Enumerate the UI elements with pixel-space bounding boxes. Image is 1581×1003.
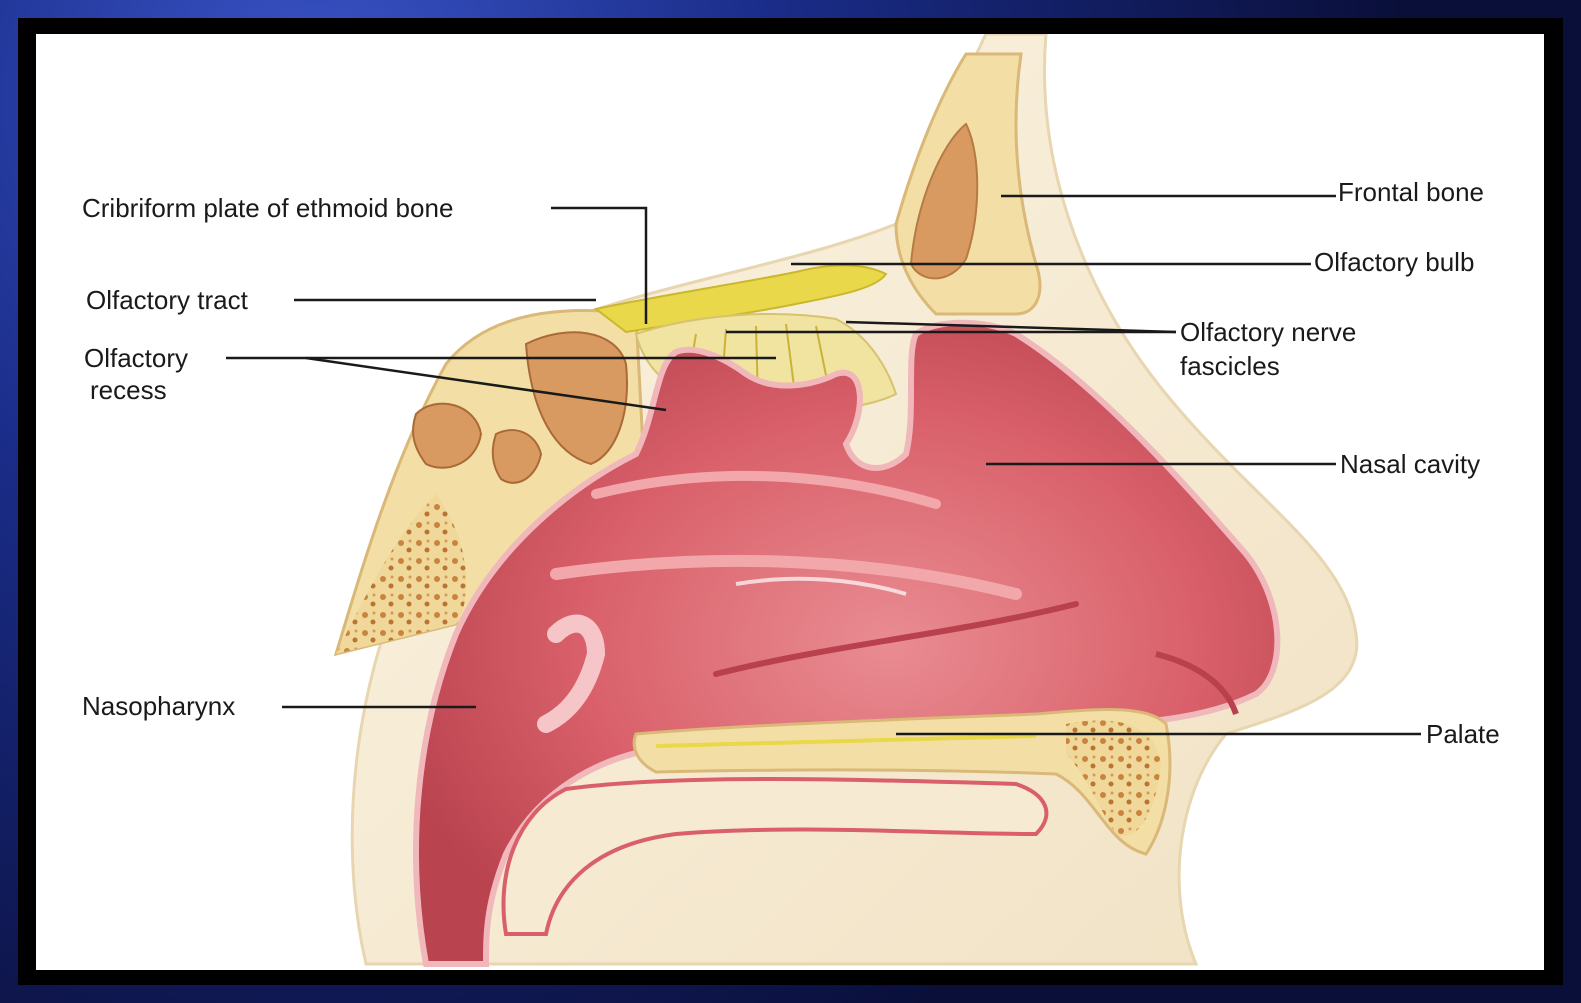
label-olfactory-recess-line1: Olfactory xyxy=(84,342,188,374)
nasal-anatomy-illustration xyxy=(36,34,1544,970)
label-nasopharynx: Nasopharynx xyxy=(82,690,235,722)
label-olfactory-tract: Olfactory tract xyxy=(86,284,248,316)
label-olfactory-nerve-line1: Olfactory nerve xyxy=(1180,316,1356,348)
label-cribriform-plate: Cribriform plate of ethmoid bone xyxy=(82,192,453,224)
label-palate: Palate xyxy=(1426,718,1500,750)
illustration-panel: Cribriform plate of ethmoid bone Olfacto… xyxy=(36,34,1544,970)
label-olfactory-recess-line2: recess xyxy=(90,374,167,406)
label-olfactory-bulb: Olfactory bulb xyxy=(1314,246,1474,278)
label-frontal-bone: Frontal bone xyxy=(1338,176,1484,208)
label-olfactory-nerve-line2: fascicles xyxy=(1180,350,1280,382)
label-nasal-cavity: Nasal cavity xyxy=(1340,448,1480,480)
